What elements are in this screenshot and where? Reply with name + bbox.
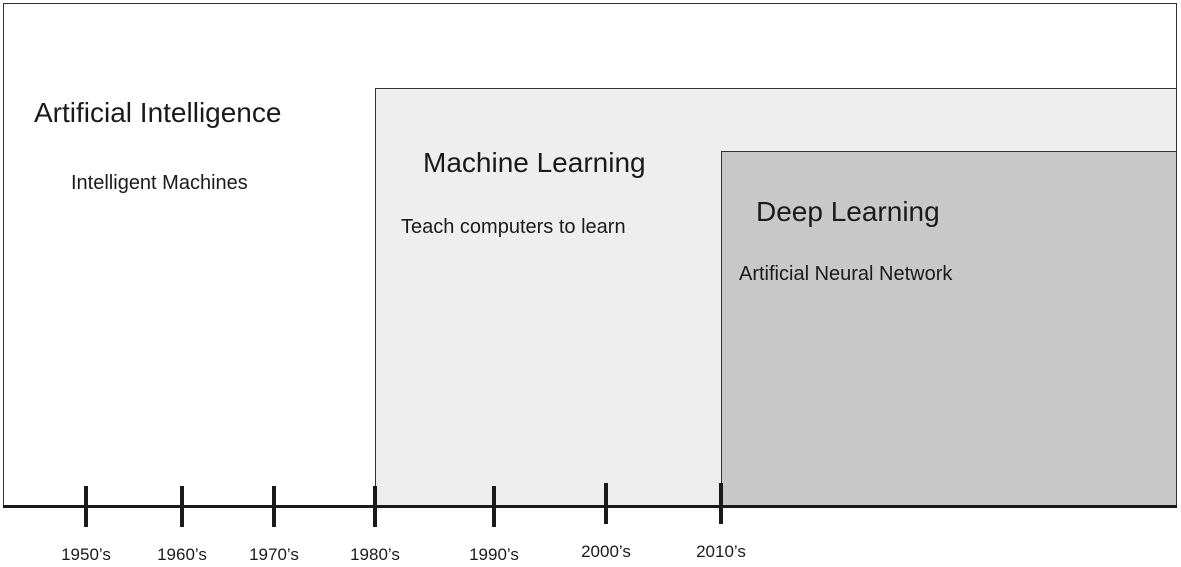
timeline-tick — [719, 483, 723, 524]
timeline-label-1980s: 1980’s — [350, 545, 400, 564]
timeline-label-1960s: 1960’s — [157, 545, 207, 564]
timeline-tick — [180, 486, 184, 527]
timeline-tick — [272, 486, 276, 527]
timeline-tick — [373, 486, 377, 527]
dl-title: Deep Learning — [756, 196, 940, 227]
timeline-tick — [492, 486, 496, 527]
timeline-label-2010s: 2010’s — [696, 542, 746, 561]
timeline-label-1970s: 1970’s — [249, 545, 299, 564]
timeline-label-1950s: 1950’s — [61, 545, 111, 564]
ai-subtitle: Intelligent Machines — [71, 172, 248, 194]
timeline-axis — [3, 505, 1177, 508]
ml-subtitle: Teach computers to learn — [401, 216, 626, 238]
timeline-tick — [604, 483, 608, 524]
ml-title: Machine Learning — [423, 147, 646, 178]
timeline-label-2000s: 2000’s — [581, 542, 631, 561]
ai-title: Artificial Intelligence — [34, 97, 282, 128]
timeline-label-1990s: 1990’s — [469, 545, 519, 564]
timeline-tick — [84, 486, 88, 527]
dl-subtitle: Artificial Neural Network — [739, 263, 953, 285]
